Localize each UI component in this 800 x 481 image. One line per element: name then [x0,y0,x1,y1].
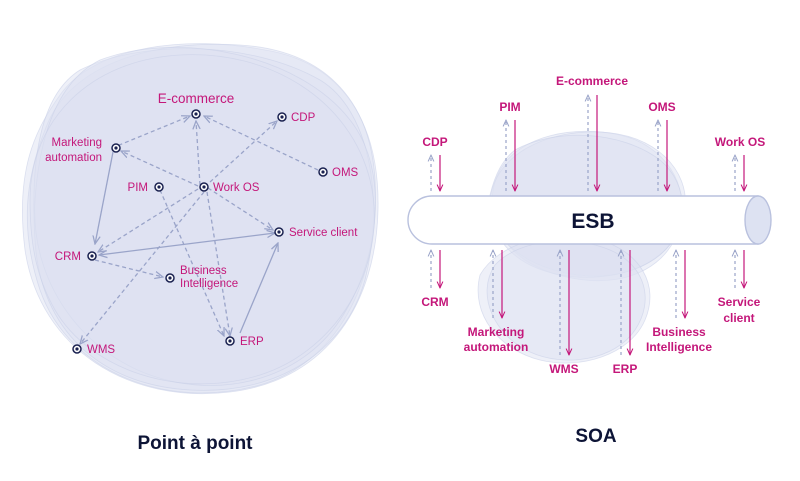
node-business-intelligence: Business Intelligence [165,265,238,290]
connection-marketing-crm [95,151,114,244]
connection-workos-service [207,187,273,230]
soa-label-service-1: Service [718,295,761,309]
soa-label-pim: PIM [499,100,520,114]
node-marketing-automation: Marketing automation [45,137,121,164]
node-crm: CRM [55,251,97,263]
soa-label-cdp: CDP [422,135,447,149]
connection-crm-bi [94,259,163,277]
connection-erp-service [239,243,278,334]
connection-workos-ecommerce [196,121,200,186]
node-label-cdp: CDP [291,112,316,124]
point-to-point-connections [80,116,319,344]
node-label-wms: WMS [87,344,115,356]
node-ecommerce: E-commerce [158,91,235,119]
node-label-bi-1: Business [180,265,227,277]
node-label-erp: ERP [240,336,264,348]
soa-label-oms: OMS [648,100,675,114]
soa-title: SOA [575,426,616,447]
connection-workos-wms [80,191,205,344]
point-to-point-panel: E-commerce CDP Marketing automation OMS … [22,43,379,454]
soa-label-bi-1: Business [652,325,706,339]
connection-workos-erp [206,191,230,336]
esb-bus: ESB [407,195,772,245]
soa-label-marketing-2: automation [464,340,529,354]
soa-label-wms: WMS [549,362,578,376]
node-label-crm: CRM [55,251,81,263]
node-label-bi-2: Intelligence [180,278,238,290]
soa-top-connectors [431,95,744,191]
point-to-point-title: Point à point [137,433,253,454]
node-label-marketing-1: Marketing [52,137,103,149]
soa-label-bi-2: Intelligence [646,340,712,354]
soa-bottom-systems: CRM Marketing automation WMS ERP Busines… [421,295,760,376]
soa-label-service-2: client [723,311,754,325]
node-workos: Work OS [199,182,260,194]
soa-panel: ESB [407,74,772,447]
connection-oms-ecommerce [204,116,319,171]
node-cdp: CDP [277,112,316,124]
soa-label-erp: ERP [613,362,638,376]
node-service-client: Service client [274,227,358,239]
connection-workos-cdp [209,121,277,183]
node-erp: ERP [225,336,264,348]
soa-label-marketing-1: Marketing [468,325,525,339]
connection-crm-service [99,233,275,255]
soa-top-systems: CDP PIM E-commerce OMS Work OS [422,74,765,149]
node-label-pim: PIM [128,182,148,194]
soa-label-ecommerce: E-commerce [556,74,628,88]
node-label-oms: OMS [332,167,359,179]
esb-label: ESB [571,210,614,233]
node-label-marketing-2: automation [45,152,102,164]
node-pim: PIM [128,182,164,194]
node-wms: WMS [72,344,115,356]
soa-label-workos: Work OS [715,135,765,149]
node-label-ecommerce: E-commerce [158,91,235,106]
connection-workos-marketing [121,151,199,187]
connection-marketing-ecommerce [111,116,190,149]
connection-pim-erp [159,189,224,336]
node-label-workos: Work OS [213,182,260,194]
point-to-point-nodes: E-commerce CDP Marketing automation OMS … [45,91,358,356]
node-label-service-client: Service client [289,227,358,239]
node-oms: OMS [318,167,359,179]
soa-label-crm: CRM [421,295,448,309]
soa-bottom-connectors [431,250,744,355]
